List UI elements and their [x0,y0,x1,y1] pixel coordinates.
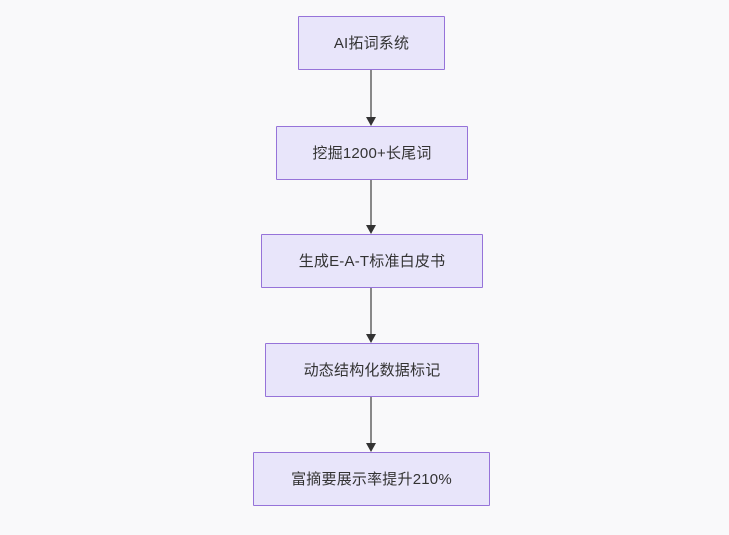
edge-line [370,70,372,117]
edge-line [370,397,372,443]
flow-node-label: AI拓词系统 [333,34,410,52]
flow-node-ai-keyword-system[interactable]: AI拓词系统 [298,16,445,70]
arrow-down-icon [366,443,376,452]
arrow-down-icon [366,117,376,126]
flow-node-rich-snippet-impression-lift[interactable]: 富摘要展示率提升210% [253,452,490,506]
edge-line [370,288,372,334]
flow-node-label: 富摘要展示率提升210% [291,470,452,488]
edge-line [370,180,372,225]
flow-node-label: 动态结构化数据标记 [303,361,441,379]
arrow-down-icon [366,225,376,234]
flow-node-generate-eat-whitepaper[interactable]: 生成E-A-T标准白皮书 [261,234,483,288]
arrow-down-icon [366,334,376,343]
flow-node-mine-longtail-keywords[interactable]: 挖掘1200+长尾词 [276,126,468,180]
flow-node-label: 生成E-A-T标准白皮书 [298,252,446,270]
flow-node-dynamic-structured-data-markup[interactable]: 动态结构化数据标记 [265,343,479,397]
flow-node-label: 挖掘1200+长尾词 [312,144,432,162]
